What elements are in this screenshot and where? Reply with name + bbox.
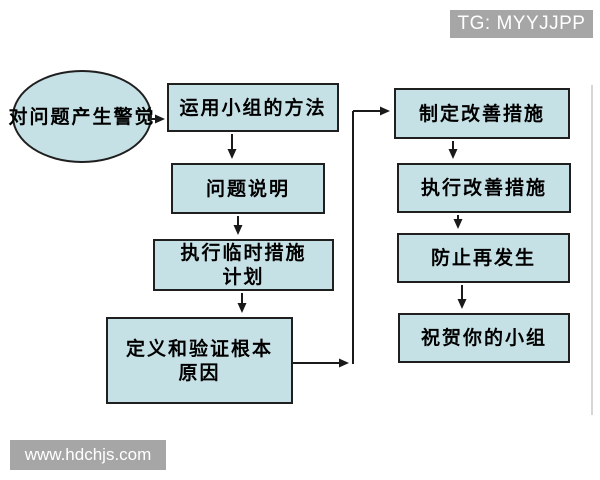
tg-badge: TG: MYYJJPP (450, 10, 593, 38)
node-develop-improvement: 制定改善措施 (394, 88, 570, 139)
node-prevent-recurrence-label: 防止再发生 (430, 247, 536, 269)
node-prevent-recurrence: 防止再发生 (397, 233, 570, 283)
node-execute-improvement: 执行改善措施 (397, 163, 571, 213)
node-define-verify-root-cause: 定义和验证根本 原因 (106, 317, 293, 404)
node-use-team-method-label: 运用小组的方法 (179, 96, 327, 119)
node-use-team-method: 运用小组的方法 (167, 83, 339, 132)
node-start-label: 对问题产生警觉 (8, 105, 156, 128)
node-temporary-measures-plan: 执行临时措施 计划 (153, 239, 334, 291)
node-congratulate-team-label: 祝贺你的小组 (420, 327, 547, 349)
node-define-verify-root-cause-label: 定义和验证根本 原因 (125, 337, 273, 384)
node-execute-improvement-label: 执行改善措施 (420, 177, 547, 199)
node-problem-statement: 问题说明 (171, 163, 325, 214)
node-temporary-measures-plan-label: 执行临时措施 计划 (180, 242, 307, 288)
watermark: www.hdchjs.com (10, 440, 166, 470)
node-problem-statement-label: 问题说明 (205, 177, 290, 200)
node-start-ellipse: 对问题产生警觉 (9, 70, 154, 163)
node-develop-improvement-label: 制定改善措施 (418, 102, 545, 125)
page-edge-line (591, 85, 593, 415)
node-congratulate-team: 祝贺你的小组 (398, 313, 570, 363)
